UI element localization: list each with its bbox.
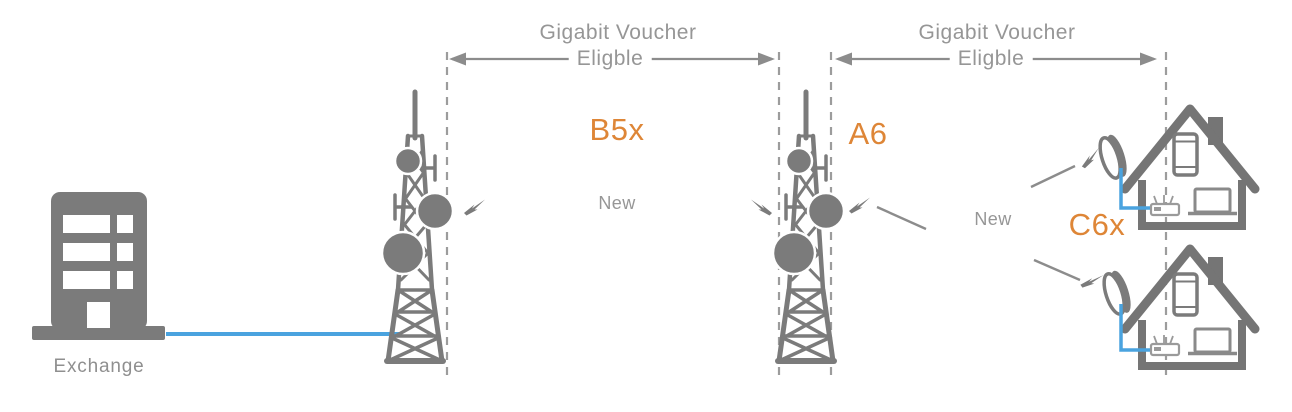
lightning-bolt-icon: [751, 199, 772, 216]
lightning-bolt-icon: [849, 197, 870, 214]
wireless-link-line: [876, 205, 927, 231]
drop-cable-line: [1119, 304, 1150, 352]
span1-title-label: Gigabit Voucher: [539, 21, 697, 44]
cpe-c6x-label: C6x: [1068, 207, 1126, 242]
office-building-icon: [32, 192, 165, 340]
span2-title-label: Gigabit Voucher: [918, 21, 1076, 44]
radio-mast-icon: [382, 92, 453, 361]
wireless-link-line: [1033, 258, 1081, 282]
c6x-status-label: New: [974, 209, 1012, 229]
span2-eligible-label: Eligble: [949, 47, 1033, 72]
b5x-status-label: New: [598, 193, 636, 213]
satellite-dish-icon: [1093, 130, 1133, 184]
drop-cable-line: [1119, 168, 1150, 210]
wireless-link-line: [1030, 164, 1076, 189]
tower-a6-label: A6: [848, 116, 888, 151]
lightning-bolt-icon: [1079, 271, 1104, 291]
span1-eligible-label: Eligble: [568, 47, 652, 72]
radio-mast-icon: [773, 92, 844, 361]
satellite-dish-icon: [1097, 266, 1137, 320]
link-b5x-label: B5x: [589, 112, 645, 147]
exchange-label: Exchange: [53, 356, 145, 377]
lightning-bolt-icon: [464, 199, 485, 216]
